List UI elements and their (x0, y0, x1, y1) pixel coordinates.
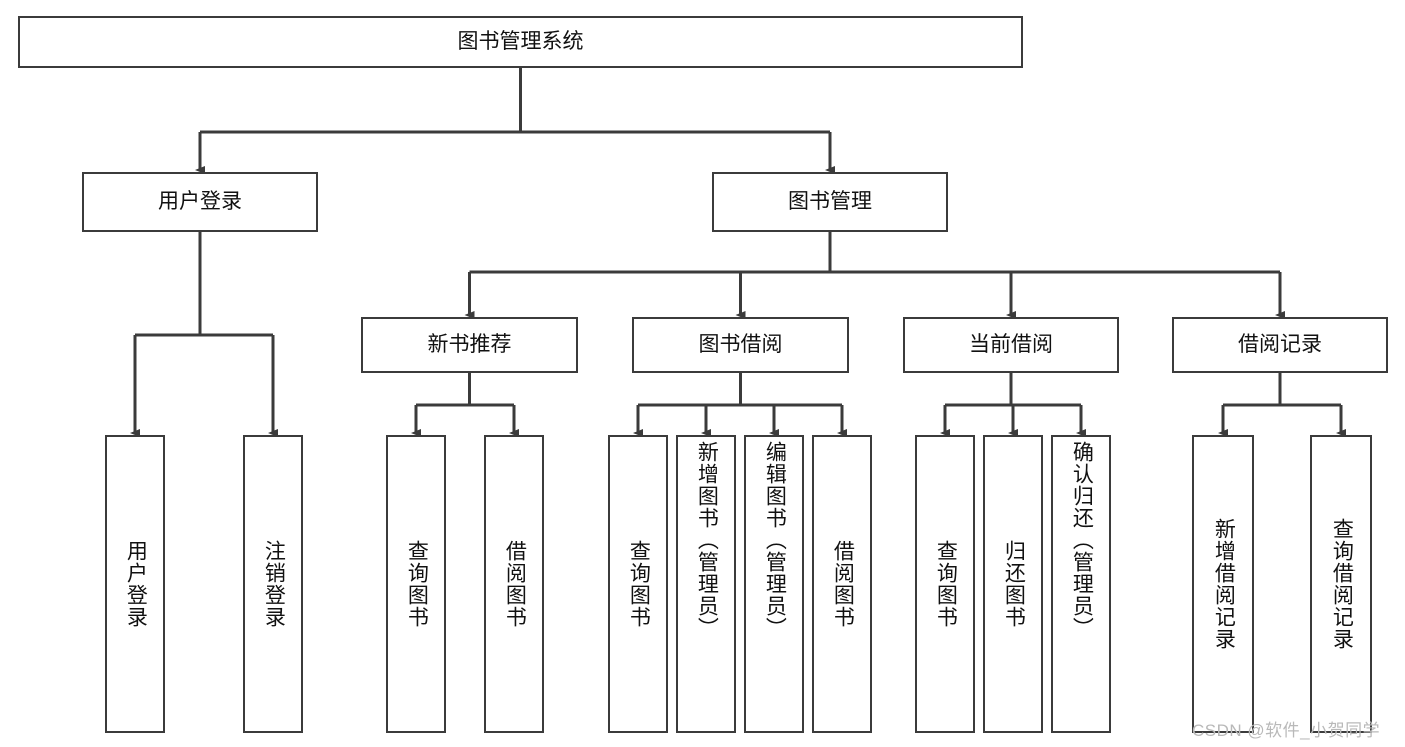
node-label: 查询图书 (934, 540, 958, 628)
node-label: 用户登录 (124, 540, 148, 628)
node-user-login: 用户登录 (82, 172, 318, 232)
node-leaf-add-borrow-record: 新增借阅记录 (1192, 435, 1254, 733)
node-label: 新书推荐 (427, 332, 512, 356)
node-leaf-query-book-3: 查询图书 (915, 435, 975, 733)
node-label: 编辑图书（管理员） (763, 441, 787, 639)
node-leaf-return-book: 归还图书 (983, 435, 1043, 733)
node-book-borrow: 图书借阅 (632, 317, 849, 373)
node-current-borrow: 当前借阅 (903, 317, 1119, 373)
node-leaf-user-login: 用户登录 (105, 435, 165, 733)
node-label: 归还图书 (1002, 540, 1026, 628)
node-leaf-query-borrow-record: 查询借阅记录 (1310, 435, 1372, 733)
node-leaf-borrow-book-1: 借阅图书 (484, 435, 544, 733)
node-label: 新增图书（管理员） (695, 441, 719, 639)
node-label: 图书借阅 (698, 332, 783, 356)
node-label: 图书管理系统 (457, 29, 584, 53)
node-label: 确认归还（管理员） (1070, 441, 1094, 639)
node-new-book-recommend: 新书推荐 (361, 317, 578, 373)
node-leaf-edit-book-admin: 编辑图书（管理员） (744, 435, 804, 733)
node-leaf-query-book-2: 查询图书 (608, 435, 668, 733)
node-label: 当前借阅 (969, 332, 1053, 356)
node-label: 借阅记录 (1238, 332, 1322, 356)
node-label: 图书管理 (788, 189, 872, 213)
node-book-manage: 图书管理 (712, 172, 948, 232)
watermark-text: CSDN @软件_小贺同学 (1192, 721, 1381, 740)
node-leaf-borrow-book-2: 借阅图书 (812, 435, 872, 733)
node-borrow-record: 借阅记录 (1172, 317, 1388, 373)
node-leaf-user-logout: 注销登录 (243, 435, 303, 733)
node-leaf-query-book-1: 查询图书 (386, 435, 446, 733)
node-label: 借阅图书 (831, 540, 855, 628)
node-label: 查询图书 (627, 540, 651, 628)
node-label: 查询图书 (405, 540, 429, 628)
node-label: 查询借阅记录 (1330, 518, 1354, 650)
node-leaf-add-book-admin: 新增图书（管理员） (676, 435, 736, 733)
node-label: 新增借阅记录 (1212, 518, 1236, 650)
node-label: 借阅图书 (503, 540, 527, 628)
node-label: 用户登录 (158, 189, 242, 213)
node-leaf-confirm-return: 确认归还（管理员） (1051, 435, 1111, 733)
node-root: 图书管理系统 (18, 16, 1023, 68)
node-label: 注销登录 (262, 540, 286, 628)
